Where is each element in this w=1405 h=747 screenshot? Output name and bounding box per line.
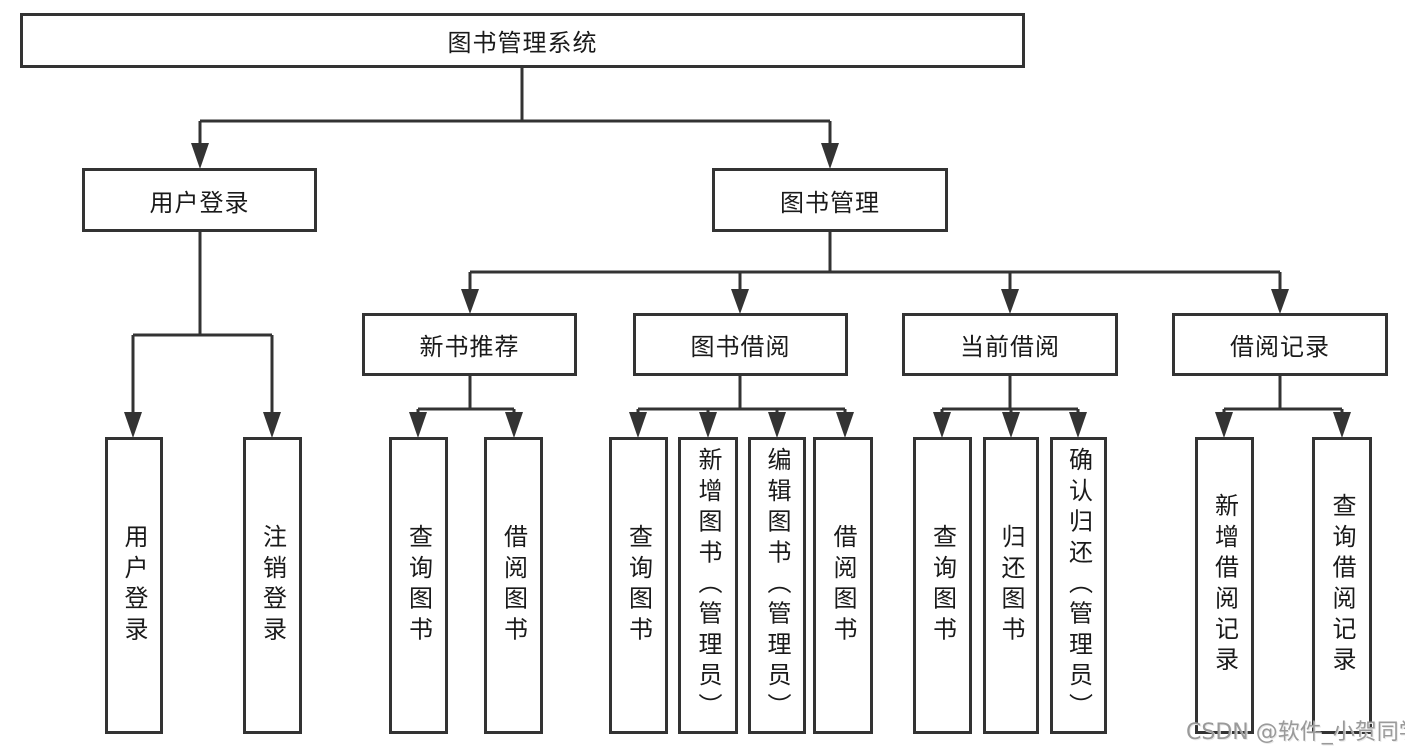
connector-borrow-records-to-leaves <box>1215 376 1351 438</box>
node-label: 图书管理系统 <box>447 29 598 57</box>
leaf-label: 新增图书（管理员） <box>694 447 722 724</box>
leaf-label: 编辑图书（管理员） <box>763 447 791 724</box>
node-current-borrow: 当前借阅 <box>902 313 1118 376</box>
leaf-label: 新增借阅记录 <box>1210 493 1239 678</box>
leaf-label: 用户登录 <box>120 524 148 647</box>
leaf-borrow-borrow-book: 借阅图书 <box>813 437 873 734</box>
node-label: 新书推荐 <box>419 333 520 361</box>
leaf-records-query-record: 查询借阅记录 <box>1312 437 1372 734</box>
leaf-recommend-borrow-book: 借阅图书 <box>484 437 543 734</box>
leaf-borrow-edit-book-admin: 编辑图书（管理员） <box>748 437 806 734</box>
connector-new-book-recommend-to-leaves <box>409 376 523 438</box>
leaf-label: 借阅图书 <box>829 524 857 647</box>
leaf-user-login: 用户登录 <box>105 437 163 734</box>
csdn-watermark: CSDN @软件_小贺同学 <box>1186 720 1405 745</box>
leaf-label: 查询图书 <box>404 524 433 647</box>
node-label: 当前借阅 <box>960 333 1060 361</box>
connector-current-borrow-to-leaves <box>933 376 1087 438</box>
leaf-label: 查询图书 <box>624 524 653 647</box>
node-book-management: 图书管理 <box>712 168 948 232</box>
node-new-book-recommend: 新书推荐 <box>362 313 577 376</box>
node-book-borrow: 图书借阅 <box>633 313 848 376</box>
node-user-login: 用户登录 <box>82 168 317 232</box>
connector-user-login-to-leaves <box>124 232 281 438</box>
leaf-label: 查询图书 <box>928 524 957 647</box>
leaf-logout: 注销登录 <box>243 437 302 734</box>
leaf-current-confirm-return-admin: 确认归还（管理员） <box>1050 437 1107 734</box>
node-label: 图书管理 <box>780 188 880 217</box>
leaf-label: 注销登录 <box>258 524 287 647</box>
connector-book-borrow-to-leaves <box>629 376 854 438</box>
leaf-current-query-book: 查询图书 <box>913 437 972 734</box>
node-borrow-records: 借阅记录 <box>1172 313 1388 376</box>
leaf-label: 归还图书 <box>997 524 1025 647</box>
leaf-records-add-record: 新增借阅记录 <box>1195 437 1254 734</box>
node-label: 图书借阅 <box>690 333 791 361</box>
connector-book-management-to-level3 <box>461 232 1289 314</box>
leaf-borrow-add-book-admin: 新增图书（管理员） <box>678 437 738 734</box>
leaf-recommend-query-book: 查询图书 <box>389 437 448 734</box>
node-label: 借阅记录 <box>1230 333 1330 361</box>
leaf-label: 借阅图书 <box>499 524 528 647</box>
leaf-current-return-book: 归还图书 <box>983 437 1039 734</box>
leaf-label: 查询借阅记录 <box>1328 493 1356 678</box>
node-library-management-system: 图书管理系统 <box>20 13 1025 68</box>
connector-root-to-level2 <box>191 68 839 169</box>
leaf-label: 确认归还（管理员） <box>1064 447 1093 724</box>
leaf-borrow-query-book: 查询图书 <box>609 437 668 734</box>
node-label: 用户登录 <box>149 188 250 217</box>
